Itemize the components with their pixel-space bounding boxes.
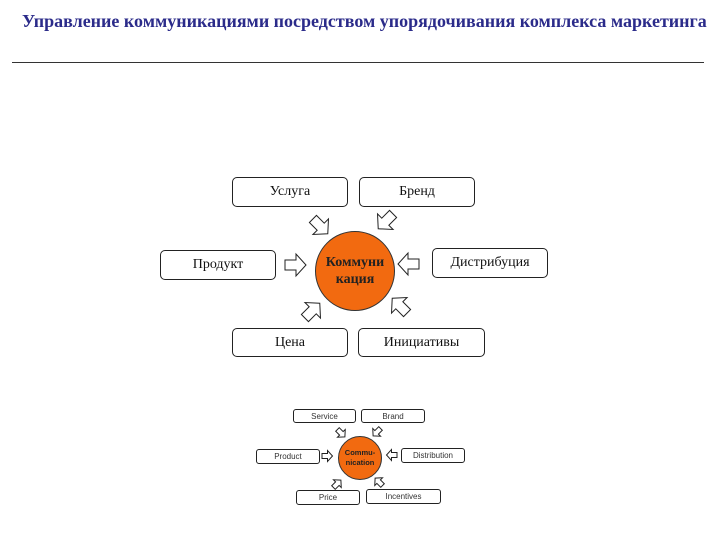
node-distribution-en: Distribution — [401, 448, 465, 463]
node-incentives-en: Incentives — [366, 489, 441, 504]
block-arrow-icon — [308, 214, 330, 236]
node-incentives-ru: Инициативы — [358, 328, 485, 357]
block-arrow-icon — [334, 426, 346, 438]
node-price-ru: Цена — [232, 328, 348, 357]
node-service-ru: Услуга — [232, 177, 348, 207]
block-arrow-icon — [300, 301, 322, 323]
center-label: Коммуни кация — [325, 255, 385, 287]
block-arrow-icon — [397, 251, 420, 277]
block-arrow-icon — [385, 448, 398, 462]
center-communication-en: Commu-nication — [338, 436, 382, 480]
title-divider — [12, 62, 704, 63]
node-price-en: Price — [296, 490, 360, 505]
block-arrow-icon — [372, 425, 384, 437]
node-brand-en: Brand — [361, 409, 425, 423]
block-arrow-icon — [390, 296, 412, 318]
center-communication-ru: Коммуни кация — [315, 231, 395, 311]
block-arrow-icon — [330, 479, 342, 491]
block-arrow-icon — [321, 449, 334, 463]
node-service-en: Service — [293, 409, 356, 423]
block-arrow-icon — [374, 477, 386, 489]
block-arrow-icon — [376, 209, 398, 231]
center-label: Commu-nication — [344, 448, 376, 467]
node-brand-ru: Бренд — [359, 177, 475, 207]
node-product-ru: Продукт — [160, 250, 276, 280]
slide-title: Управление коммуникациями посредством уп… — [22, 11, 707, 31]
node-product-en: Product — [256, 449, 320, 464]
block-arrow-icon — [284, 252, 307, 278]
node-distribution-ru: Дистрибуция — [432, 248, 548, 278]
